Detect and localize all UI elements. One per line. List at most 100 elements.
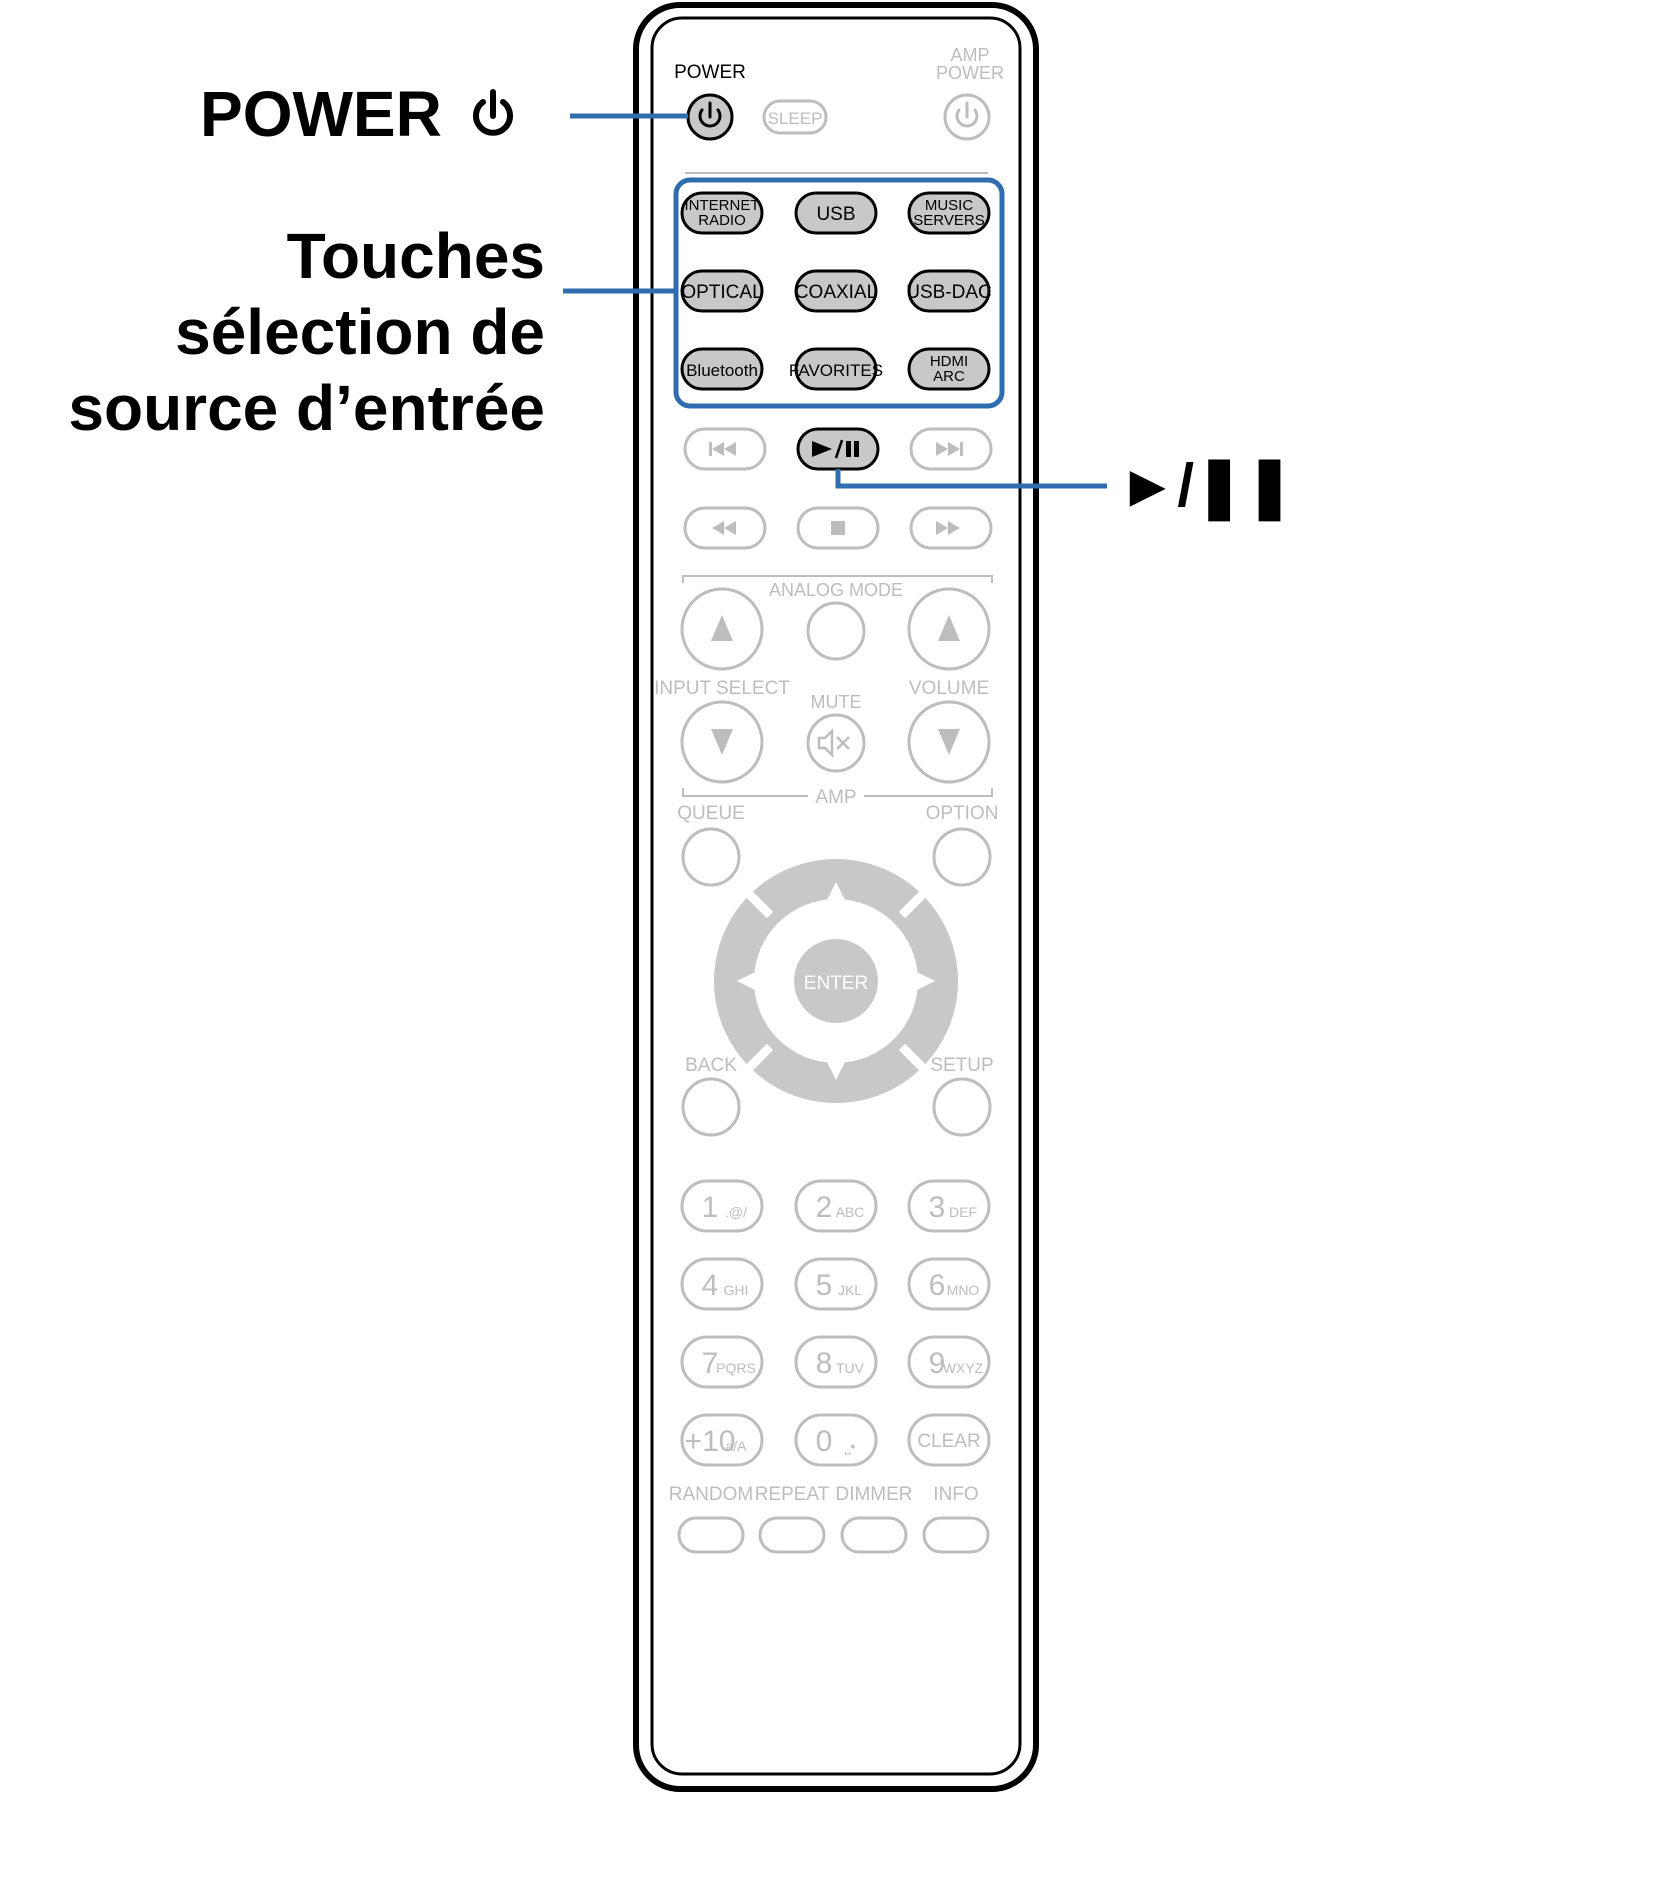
play-pause-leader-line <box>835 469 1107 489</box>
queue-button[interactable] <box>681 827 741 887</box>
keypad-letters: JKL <box>838 1282 862 1298</box>
keypad-letters: ABC <box>836 1204 865 1220</box>
keypad-number: 9 <box>929 1347 946 1380</box>
enter-button[interactable] <box>794 939 878 1023</box>
source-button-label: Bluetooth <box>686 361 758 380</box>
source-button[interactable]: USB <box>794 191 878 235</box>
source-button-label: OPTICAL <box>681 282 762 303</box>
fast-forward-button[interactable] <box>909 506 993 550</box>
back-button[interactable] <box>681 1077 741 1137</box>
rewind-icon <box>712 521 736 535</box>
source-button[interactable]: COAXIAL <box>794 269 878 313</box>
skip-forward-button[interactable] <box>909 427 993 471</box>
rewind-button[interactable] <box>683 506 767 550</box>
keypad-button[interactable]: 0 ⎵• <box>794 1413 878 1467</box>
source-button-label: USB-DAC <box>906 282 992 303</box>
source-callout-line-1: Touches <box>286 220 545 292</box>
source-button[interactable]: Bluetooth <box>680 347 764 391</box>
amp-section-bracket-bottom <box>682 788 808 797</box>
keypad-number: 6 <box>929 1269 946 1302</box>
volume-label: VOLUME <box>909 678 989 699</box>
source-button-label: COAXIAL <box>795 282 877 303</box>
amp-power-icon <box>955 101 979 128</box>
input-select-down-button[interactable] <box>680 700 764 784</box>
source-keys-callout: Touches sélection de source d’entrée <box>40 218 545 446</box>
keypad-number: +10 <box>685 1425 736 1458</box>
keypad-letters: a/A <box>725 1438 747 1454</box>
skip-back-button[interactable] <box>683 427 767 471</box>
keypad-button[interactable]: +10a/A <box>680 1413 764 1467</box>
function-key-button[interactable] <box>922 1516 990 1554</box>
amp-section-bracket-bottom-right <box>864 788 993 797</box>
keypad-number: 3 <box>929 1191 946 1224</box>
down-triangle-icon <box>711 729 733 755</box>
option-button[interactable] <box>932 827 992 887</box>
power-callout: POWER <box>200 82 516 146</box>
source-button-label: USB <box>816 204 855 225</box>
keypad-number: 1 <box>702 1191 719 1224</box>
mute-button[interactable] <box>806 713 866 773</box>
function-key-label: INFO <box>933 1484 978 1505</box>
keypad-letters: TUV <box>836 1360 865 1376</box>
power-icon <box>472 89 513 136</box>
amp-power-label: AMP <box>950 45 989 65</box>
setup-button[interactable] <box>932 1077 992 1137</box>
play-pause-button[interactable] <box>796 427 880 471</box>
back-label: BACK <box>685 1055 737 1076</box>
direction-pad: ENTER <box>714 859 958 1103</box>
keypad-button[interactable]: CLEAR <box>907 1413 991 1467</box>
up-triangle-icon <box>938 615 960 641</box>
function-key-button[interactable] <box>840 1516 908 1554</box>
setup-label: SETUP <box>930 1055 993 1076</box>
keypad-letters: GHI <box>724 1282 749 1298</box>
sleep-button[interactable]: SLEEP <box>762 99 828 135</box>
source-button[interactable]: OPTICAL <box>680 269 764 313</box>
source-button[interactable]: FAVORITES <box>789 347 883 391</box>
keypad-letters: WXYZ <box>943 1360 984 1376</box>
keypad-button[interactable]: 1.@/ <box>680 1179 764 1233</box>
keypad-number: 2 <box>816 1191 833 1224</box>
input-select-up-button[interactable] <box>680 587 764 671</box>
keypad-number: 0 <box>816 1425 833 1458</box>
mute-label: MUTE <box>811 692 862 712</box>
stop-button[interactable] <box>796 506 880 550</box>
option-label: OPTION <box>926 803 999 824</box>
function-key-button[interactable] <box>758 1516 826 1554</box>
volume-down-button[interactable] <box>907 700 991 784</box>
skip-forward-icon <box>936 442 963 456</box>
power-key-label: POWER <box>674 62 746 83</box>
keypad-number: 8 <box>816 1347 833 1380</box>
keypad-label: CLEAR <box>917 1431 980 1452</box>
source-button-label: RADIO <box>698 212 746 229</box>
source-button[interactable]: USB-DAC <box>906 269 992 313</box>
source-button-label: SERVERS <box>913 212 984 229</box>
play-pause-callout-text: ►/❚❚ <box>1118 452 1295 519</box>
analog-mode-button[interactable] <box>806 601 866 661</box>
source-button-label: INTERNET <box>685 197 760 214</box>
source-button-label: MUSIC <box>925 197 974 214</box>
down-triangle-icon <box>938 729 960 755</box>
source-callout-line-2: sélection de <box>175 296 545 368</box>
amp-power-button[interactable] <box>943 93 991 141</box>
keypad-letters: ⎵• <box>845 1438 856 1455</box>
keypad-letters: PQRS <box>716 1360 756 1376</box>
function-key-button[interactable] <box>677 1516 745 1554</box>
arrow-left-icon <box>737 971 757 991</box>
volume-up-button[interactable] <box>907 587 991 671</box>
arrow-right-icon <box>915 971 935 991</box>
